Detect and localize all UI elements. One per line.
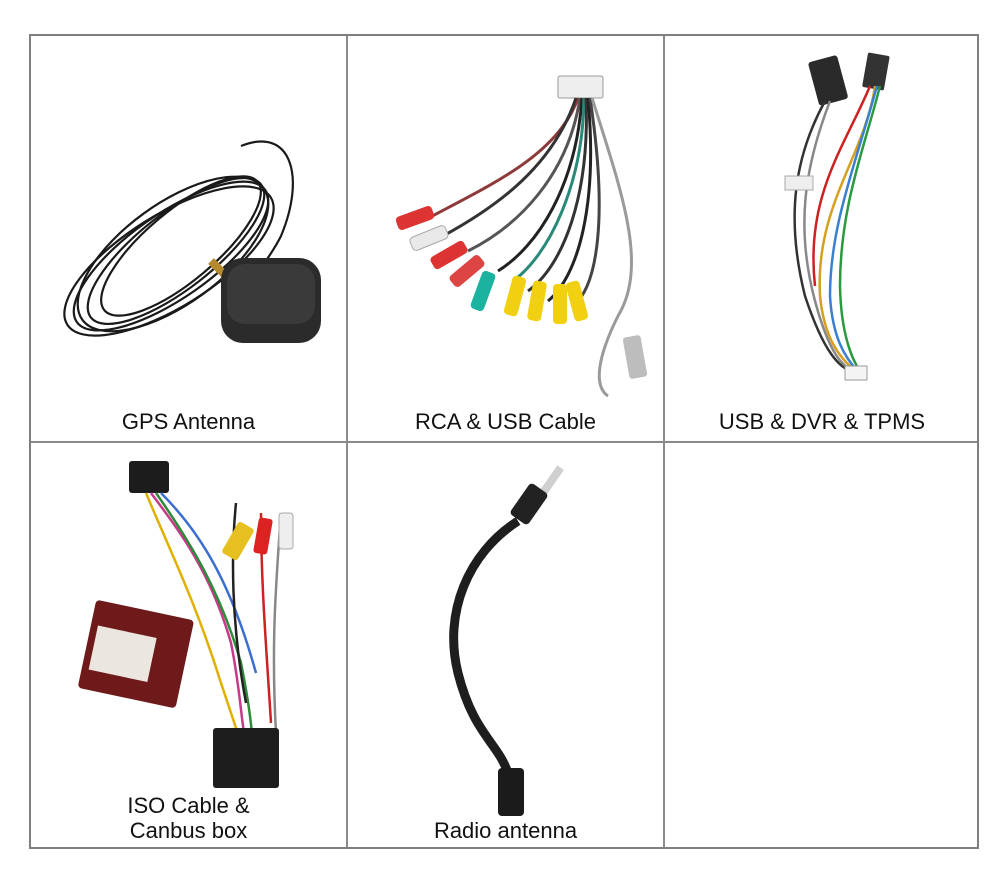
cell-label: Canbus box <box>129 818 248 843</box>
rca-usb-cable-photo <box>395 75 648 398</box>
cell-label: ISO Cable & <box>127 793 250 818</box>
product-accessory-grid: GPS Antenna <box>29 34 979 849</box>
cell-radio-antenna: Radio antenna <box>348 443 663 849</box>
cell-iso-cable-canbus: ISO Cable & Canbus box <box>31 443 346 849</box>
cell-empty <box>665 443 979 849</box>
grid-divider <box>31 441 977 443</box>
cell-rca-usb-cable: RCA & USB Cable <box>348 36 663 441</box>
usb-dvr-tpms-cable-photo <box>784 52 890 381</box>
cell-label: Radio antenna <box>433 818 578 843</box>
gps-antenna-photo <box>63 140 321 343</box>
cell-label: USB & DVR & TPMS <box>718 409 926 434</box>
cell-gps-antenna: GPS Antenna <box>31 36 346 441</box>
cell-label: GPS Antenna <box>121 409 256 434</box>
cell-usb-dvr-tpms: USB & DVR & TPMS <box>665 36 979 441</box>
cell-label: RCA & USB Cable <box>415 409 596 434</box>
radio-antenna-photo <box>449 465 564 816</box>
iso-cable-canbus-box-photo <box>78 461 294 788</box>
